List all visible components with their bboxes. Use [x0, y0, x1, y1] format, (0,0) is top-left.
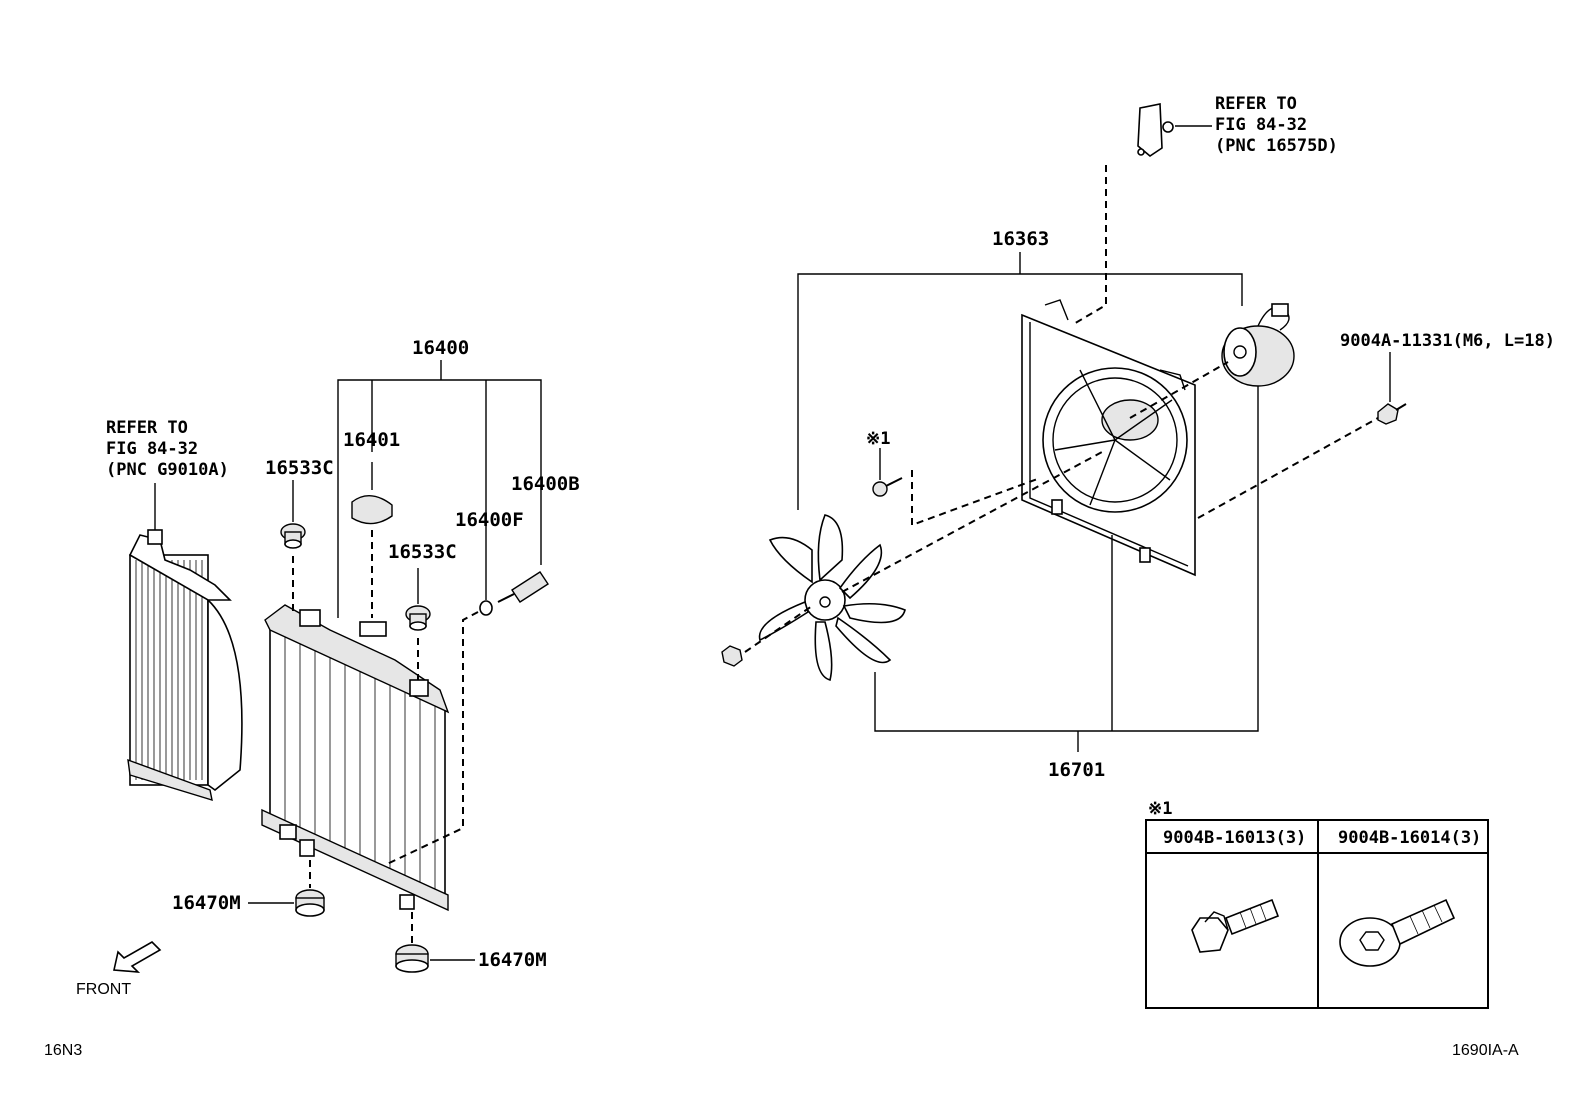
refer-left-line3: (PNC G9010A)	[106, 460, 229, 480]
part-16701-label: 16701	[1048, 759, 1105, 781]
fan-nut	[721, 645, 743, 667]
left-leaders	[154, 360, 542, 961]
fan-shroud	[1021, 299, 1196, 577]
refer-left-line2: FIG 84-32	[106, 439, 198, 459]
cushion-upper-right	[405, 605, 431, 631]
mark-x1-label-a: ※1	[866, 429, 890, 449]
fastener-table-header-1: 9004B-16013(3)	[1163, 828, 1306, 848]
fan-motor	[1221, 303, 1295, 387]
fastener-table-header-2: 9004B-16014(3)	[1338, 828, 1481, 848]
fan-blade	[758, 514, 906, 681]
socket-head-bolt-illustration	[1339, 898, 1456, 967]
cushion-lower-left	[295, 889, 325, 917]
corner-code-left: 16N3	[44, 1042, 82, 1059]
refer-right-line1: REFER TO	[1215, 94, 1297, 114]
front-label: FRONT	[76, 981, 131, 998]
part-16470m-label-a: 16470M	[172, 892, 241, 914]
part-16363-label: 16363	[992, 228, 1049, 250]
screw-x1	[872, 477, 903, 497]
mark-x1-label-b: ※1	[1148, 799, 1172, 819]
radiator-small-parts	[280, 495, 549, 973]
refer-right-line3: (PNC 16575D)	[1215, 136, 1338, 156]
refer-left-line1: REFER TO	[106, 418, 188, 438]
radiator-cap	[351, 495, 393, 525]
part-16533c-label-a: 16533C	[265, 457, 334, 479]
part-16400f-label: 16400F	[455, 509, 524, 531]
fastener-table	[1145, 819, 1489, 1009]
cushion-upper-left	[280, 523, 306, 549]
right-leaders	[744, 125, 1391, 752]
radiator	[261, 604, 450, 912]
part-16400b-label: 16400B	[511, 473, 580, 495]
refer-right-line2: FIG 84-32	[1215, 115, 1307, 135]
right-small-parts	[721, 103, 1407, 667]
drain-cock	[497, 571, 549, 603]
part-16470m-label-b: 16470M	[478, 949, 547, 971]
bracket-16575d	[1137, 103, 1174, 157]
part-16400-label: 16400	[412, 337, 469, 359]
corner-code-right: 1690IA-A	[1452, 1042, 1519, 1059]
cushion-lower-right	[395, 944, 429, 973]
part-9004a-label: 9004A-11331(M6, L=18)	[1340, 331, 1555, 351]
hex-flange-bolt-illustration	[1191, 898, 1280, 953]
bolt-9004a	[1377, 403, 1407, 425]
labels: REFER TO FIG 84-32 (PNC G9010A) REFER TO…	[44, 94, 1555, 1059]
o-ring	[479, 600, 493, 616]
part-16533c-label-b: 16533C	[388, 541, 457, 563]
front-arrow-icon	[113, 941, 162, 973]
reference-radiator-assembly	[127, 529, 243, 802]
part-16401-label: 16401	[343, 429, 400, 451]
